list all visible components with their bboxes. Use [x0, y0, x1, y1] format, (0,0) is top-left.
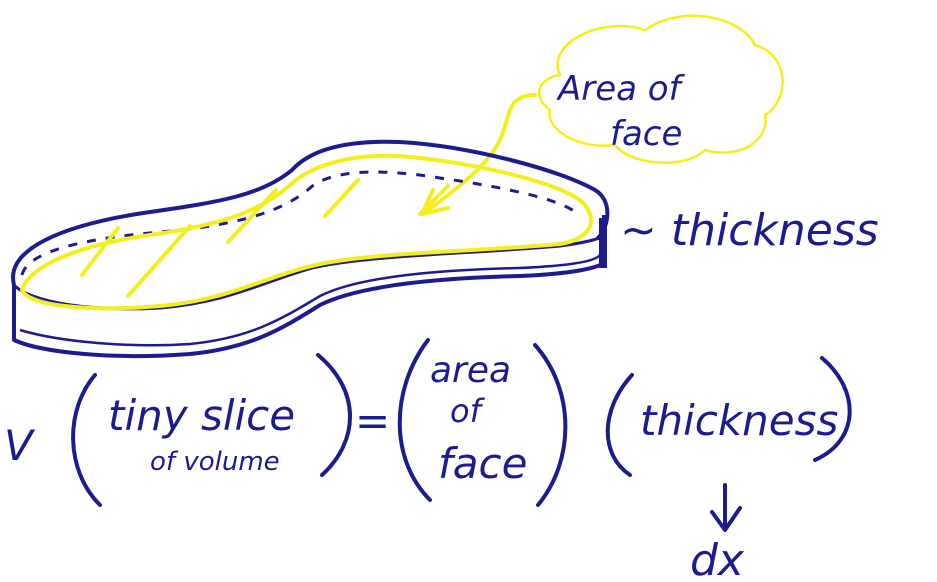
equation: V tiny slice of volume = area of face th…	[4, 340, 850, 582]
equation-lhs-prefix: V	[4, 421, 36, 470]
lhs-right-paren	[318, 355, 350, 475]
equation-rhs1-line-1: area	[430, 350, 511, 391]
equation-result: dx	[690, 535, 745, 582]
slab-side	[14, 215, 604, 356]
thickness-label: ~ thickness	[620, 205, 879, 256]
callout-line-1: Area of	[556, 69, 686, 109]
equation-rhs2: thickness	[640, 396, 838, 445]
equation-lhs-line-1: tiny slice	[108, 391, 295, 440]
face-dashed-boundary	[22, 172, 575, 275]
lhs-left-paren	[73, 375, 100, 505]
callout-line-2: face	[610, 114, 682, 154]
equation-rhs1-line-2: of	[450, 392, 486, 430]
rhs2-left-paren	[608, 375, 632, 475]
equation-lhs-line-2: of volume	[150, 447, 280, 477]
equation-rhs1-line-3: face	[438, 439, 527, 488]
rhs1-left-paren	[400, 340, 430, 500]
rhs1-right-paren	[535, 345, 565, 505]
equation-equals: =	[355, 396, 390, 445]
face-highlight-outline	[22, 156, 591, 308]
slab-top-outline	[13, 142, 607, 285]
